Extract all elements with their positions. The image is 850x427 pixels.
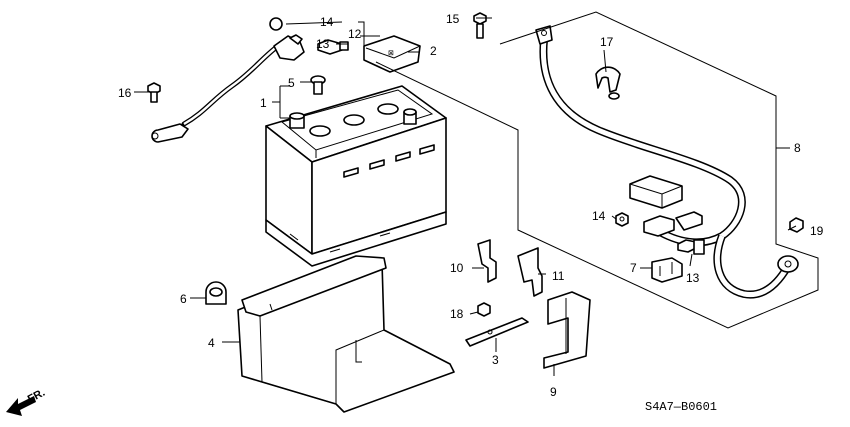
bracket-11: [517, 247, 543, 297]
bolt-icon: [147, 82, 161, 103]
callout-14-right: 14: [592, 209, 606, 223]
callout-14-top: 14: [320, 15, 334, 29]
callout-11: 11: [552, 269, 565, 283]
bracket-10: [477, 239, 497, 283]
callout-16: 16: [118, 86, 132, 100]
terminal-bolt-icon: [310, 75, 326, 95]
cover-marking: ⊠: [388, 50, 394, 57]
callout-3: 3: [492, 353, 499, 367]
terminal-cover: ⊠: [363, 35, 421, 73]
leader-lines: [134, 17, 797, 376]
callout-6: 6: [180, 292, 187, 306]
nut-icon: [615, 212, 629, 227]
ground-cable-nut-icon: [269, 17, 283, 31]
front-direction-label: FR.: [26, 387, 47, 406]
callout-12: 12: [348, 27, 362, 41]
assembly-outline: [375, 11, 819, 329]
callout-1: 1: [260, 96, 267, 110]
positive-cable-harness: [535, 25, 799, 299]
bracket-3: [465, 317, 529, 347]
callout-9: 9: [550, 385, 557, 399]
bracket-9: [543, 291, 591, 369]
callout-8: 8: [794, 141, 801, 155]
callout-15: 15: [446, 12, 460, 26]
callout-2: 2: [430, 44, 437, 58]
front-direction-arrow-icon: FR.: [6, 387, 47, 416]
diagram-code: S4A7—B0601: [645, 400, 717, 414]
ground-cable: [151, 17, 305, 143]
battery: [265, 85, 447, 267]
callout-17: 17: [600, 35, 614, 49]
callout-10: 10: [450, 261, 464, 275]
nut-icon: [789, 217, 804, 233]
nut-icon: [477, 302, 491, 317]
callout-19: 19: [810, 224, 824, 238]
callout-5: 5: [288, 76, 295, 90]
callout-4: 4: [208, 336, 215, 350]
bolt-icon: [677, 239, 705, 255]
callout-labels: 14 12 13 2 5 1 16 6 4 15 17 8 14 19 7 13…: [118, 12, 824, 399]
cable-clamp-icon: [595, 66, 621, 100]
clamp-icon: [205, 281, 227, 305]
callout-7: 7: [630, 261, 637, 275]
callout-13-right: 13: [686, 271, 700, 285]
clip-icon: [651, 257, 683, 283]
bolt-icon: [473, 12, 487, 39]
callout-18: 18: [450, 307, 464, 321]
battery-tray: [237, 255, 455, 413]
callout-13-top: 13: [316, 37, 330, 51]
